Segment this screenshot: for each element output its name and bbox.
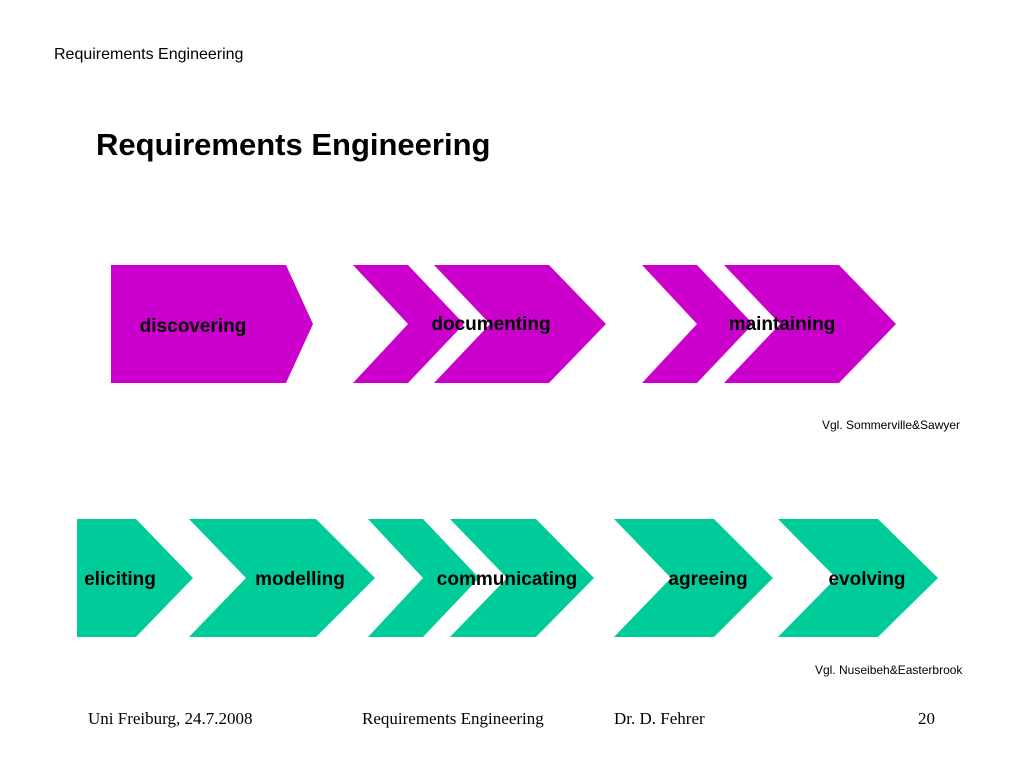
agreeing-chevron xyxy=(614,519,773,637)
chevron-decoration xyxy=(353,265,464,383)
communicating-chevron xyxy=(450,519,594,637)
modelling-chevron xyxy=(189,519,375,637)
step-label-eliciting: eliciting xyxy=(84,569,156,590)
footer-author: Dr. D. Fehrer xyxy=(614,709,705,728)
slide-title: Requirements Engineering xyxy=(96,127,491,162)
maintaining-chevron xyxy=(724,265,896,383)
top-process-row: discovering documenting maintaining xyxy=(111,265,896,383)
footer-page-number: 20 xyxy=(918,709,935,728)
step-label-evolving: evolving xyxy=(828,569,905,590)
footer-course-title: Requirements Engineering xyxy=(362,709,544,728)
step-label-maintaining: maintaining xyxy=(729,314,836,335)
evolving-chevron xyxy=(778,519,938,637)
step-label-documenting: documenting xyxy=(431,314,550,335)
header-label: Requirements Engineering xyxy=(54,46,244,63)
step-label-discovering: discovering xyxy=(140,316,247,337)
step-label-communicating: communicating xyxy=(437,569,577,590)
eliciting-arrow xyxy=(77,519,193,637)
chevron-decoration xyxy=(368,519,479,637)
footer-university-date: Uni Freiburg, 24.7.2008 xyxy=(88,709,253,728)
citation-nuseibeh: Vgl. Nuseibeh&Easterbrook xyxy=(815,663,963,677)
step-label-agreeing: agreeing xyxy=(668,569,747,590)
chevron-decoration xyxy=(642,265,753,383)
citation-sommerville: Vgl. Sommerville&Sawyer xyxy=(822,418,961,432)
documenting-chevron xyxy=(434,265,606,383)
discovering-arrow xyxy=(111,265,313,383)
step-label-modelling: modelling xyxy=(255,569,345,590)
bottom-process-row: eliciting modelling communicating agreei… xyxy=(77,519,938,637)
